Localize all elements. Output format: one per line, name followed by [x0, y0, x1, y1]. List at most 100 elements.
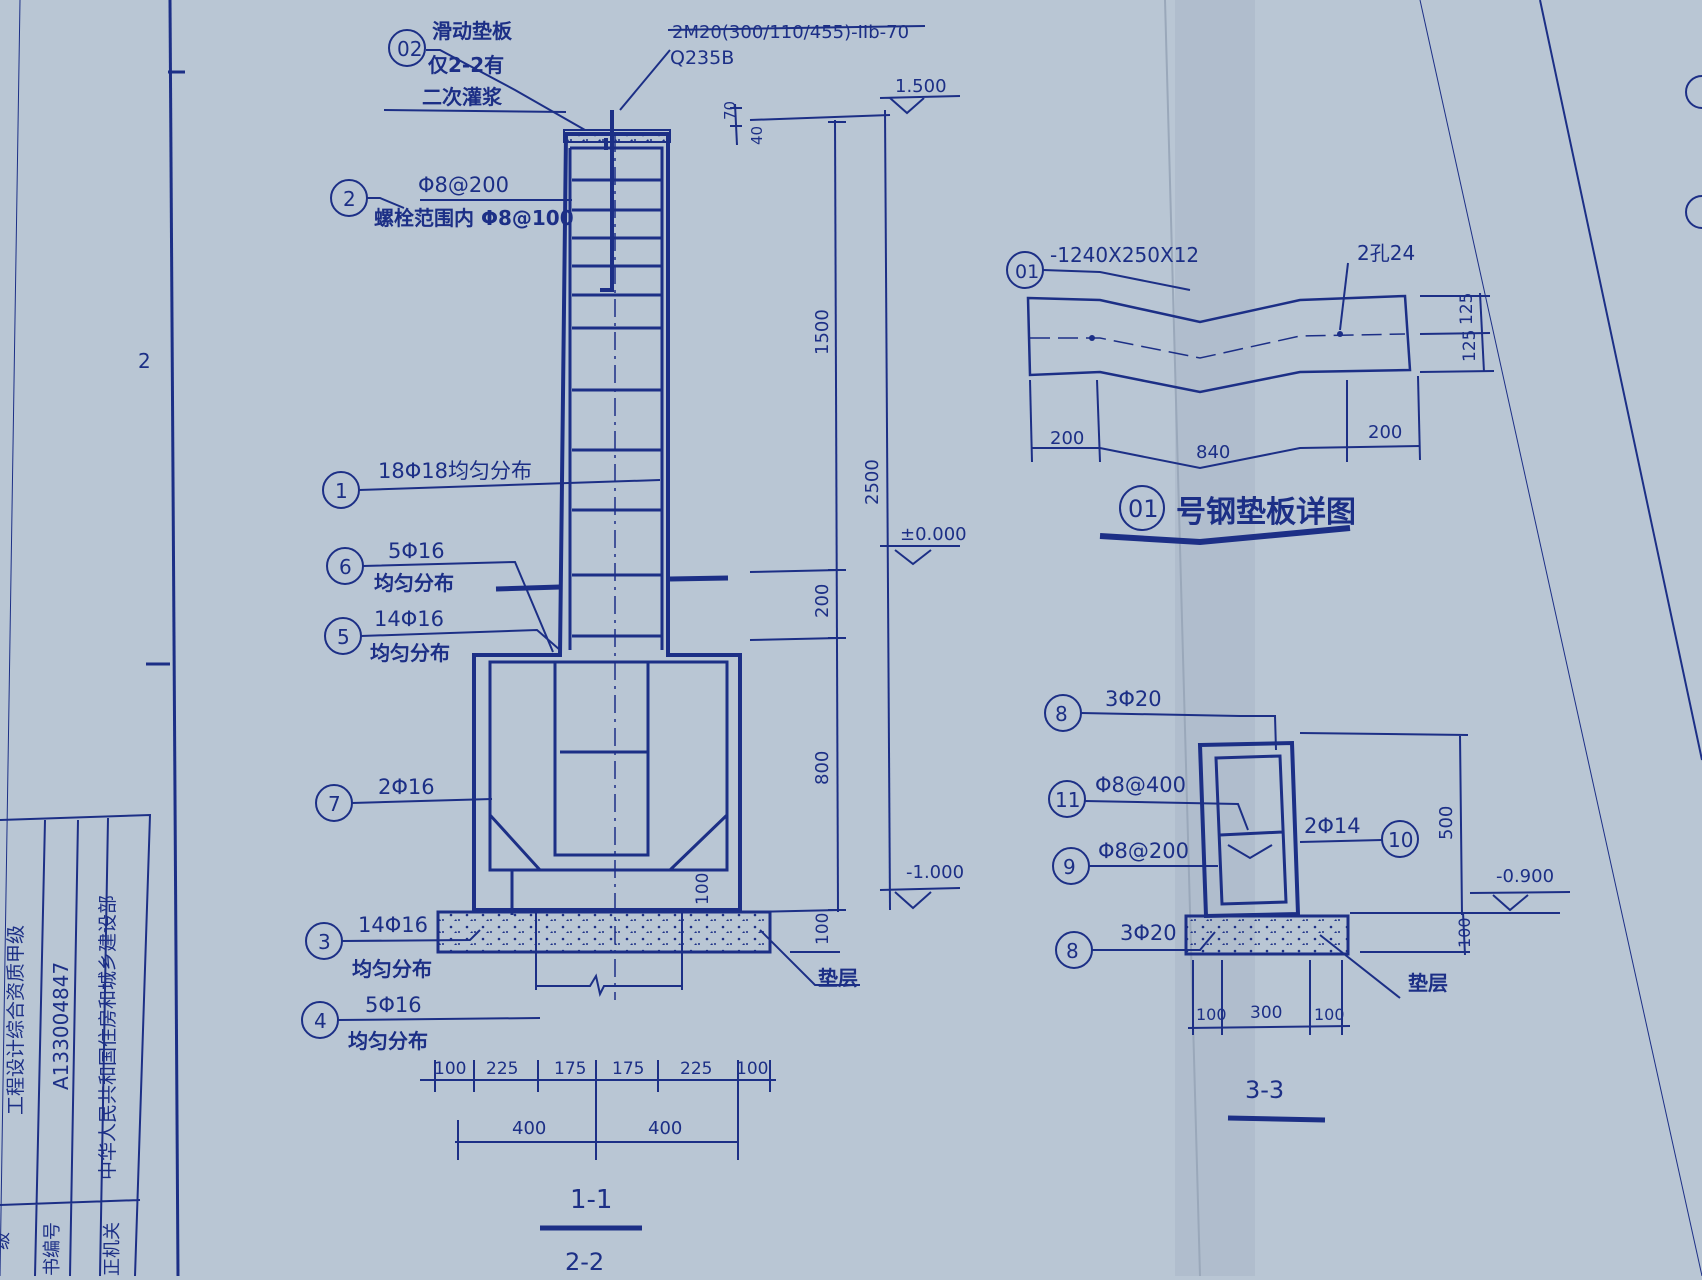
callout-8-top-text: 3Φ20 [1105, 687, 1162, 711]
bedding-layer [436, 910, 772, 954]
bolt-hole-left [1089, 335, 1095, 341]
elevation-top: 1.500 [895, 76, 947, 97]
vertical-dimensions [730, 103, 891, 953]
beam-bedding-label: 垫层 [1408, 971, 1448, 995]
callout-8-top-no: 8 [1055, 702, 1068, 726]
callout-2-text1: Φ8@200 [418, 173, 509, 197]
beam-dim-300: 300 [1250, 1003, 1282, 1023]
horizontal-dimensions [420, 1060, 776, 1160]
dim-1500: 1500 [812, 309, 833, 355]
elevation-bottom: -1.000 [906, 862, 964, 883]
callout-6-text1: 5Φ16 [388, 539, 445, 563]
callout-6-no: 6 [339, 555, 352, 579]
title-cert-no: A133004847 [49, 962, 73, 1090]
callout-5-no: 5 [337, 625, 350, 649]
callout-4-text2: 均匀分布 [348, 1029, 428, 1053]
plate-outline [1026, 294, 1412, 394]
plate-dim-h2: 125 [1460, 330, 1480, 362]
title-cell-a: 书编号 [42, 1222, 63, 1276]
callout-02-text3: 二次灌浆 [422, 85, 503, 109]
hdim-175-right: 175 [612, 1059, 644, 1079]
section-2-2-label: 2-2 [565, 1248, 604, 1276]
plate-title-underline [1099, 525, 1351, 546]
callout-02-no: 02 [397, 37, 422, 61]
bolt-hole-right [1337, 331, 1343, 337]
beam-dim-100-left: 100 [1196, 1005, 1227, 1024]
hdim-225-left: 225 [486, 1059, 518, 1079]
plate-title-no: 01 [1128, 495, 1159, 523]
section-1-1-label: 1-1 [570, 1185, 612, 1215]
anchor-spec: 2M20(300/110/455)-IIb-70 [672, 22, 909, 43]
callout-10-no: 10 [1388, 828, 1413, 852]
title-block: 工程设计综合资质甲级 A133004847 中华人民共和国住房和城乡建设部 书编… [0, 813, 152, 1277]
dim-200: 200 [812, 584, 833, 618]
callout-3-no: 3 [318, 930, 331, 954]
beam-elevation: -0.900 [1496, 866, 1554, 887]
hdim-100-left: 100 [434, 1059, 466, 1079]
beam-outline [1197, 740, 1301, 919]
paper-crease [1164, 0, 1201, 1277]
hdim-400-right: 400 [648, 1118, 682, 1139]
column-outline [472, 132, 742, 912]
callout-6-text2: 均匀分布 [374, 571, 454, 595]
column-rebar-cage [488, 146, 729, 915]
section-1-1: 02 滑动垫板 仅2-2有 二次灌浆 2M20(300/110/455)-IIb… [301, 19, 967, 1276]
ground-mark-right [669, 575, 729, 582]
callout-9-text: Φ8@200 [1098, 839, 1189, 863]
callout-10-text: 2Φ14 [1304, 814, 1361, 838]
dim-800: 800 [812, 751, 833, 785]
callout-7-text: 2Φ16 [378, 775, 435, 799]
callout-02-text2: 仅2-2有 [428, 53, 504, 77]
plate-dim-mid: 840 [1196, 442, 1230, 463]
plate-leaders [1006, 251, 1495, 470]
anchor-steel: Q235B [670, 47, 734, 69]
callout-2-no: 2 [343, 187, 356, 211]
section-3-3-underline [1227, 1115, 1326, 1123]
beam-dim-100-right: 100 [1314, 1005, 1345, 1024]
title-qualification: 工程设计综合资质甲级 [5, 925, 27, 1115]
callout-1-no: 1 [335, 479, 348, 503]
plate-holes: 2孔24 [1357, 241, 1415, 265]
hdim-400-left: 400 [512, 1118, 546, 1139]
callout-4-text1: 5Φ16 [365, 993, 422, 1017]
title-issuer: 中华人民共和国住房和城乡建设部 [97, 895, 119, 1180]
edge-bubbles [1685, 75, 1702, 229]
plate-dim-right: 200 [1368, 422, 1402, 443]
grout-layer [563, 129, 671, 143]
elevation-ground: ±0.000 [900, 524, 967, 545]
bedding-label: 垫层 [818, 966, 858, 990]
dim-70: 70 [721, 101, 739, 120]
title-cell-c: 级 [0, 1232, 13, 1250]
section-3-3-label: 3-3 [1245, 1076, 1284, 1104]
plate-dim-left: 200 [1050, 428, 1084, 449]
plate-title-text: 号钢垫板详图 [1176, 495, 1356, 530]
hdim-225-right: 225 [680, 1059, 712, 1079]
callout-leaders [301, 25, 926, 1039]
callout-02-text1: 滑动垫板 [432, 19, 513, 43]
callout-8-bottom-text: 3Φ20 [1120, 921, 1177, 945]
callout-4-no: 4 [314, 1009, 327, 1033]
title-cell-b: 正机关 [102, 1222, 123, 1276]
beam-dim-100-v: 100 [1455, 917, 1474, 948]
callout-3-text1: 14Φ16 [358, 913, 428, 937]
callout-5-text2: 均匀分布 [370, 641, 450, 665]
hdim-175-left: 175 [554, 1059, 586, 1079]
ground-mark-left [495, 584, 561, 592]
plate-title-bubble [1119, 485, 1165, 531]
hdim-100-right: 100 [736, 1059, 768, 1079]
callout-5-text1: 14Φ16 [374, 607, 444, 631]
dim-100-lower: 100 [813, 913, 833, 945]
plate-dim-h1: 125 [1457, 293, 1477, 325]
callout-1-text: 18Φ18均匀分布 [378, 459, 532, 483]
callout-3-text2: 均匀分布 [352, 957, 432, 981]
callout-11-text: Φ8@400 [1095, 773, 1186, 797]
callout-2-text2: 螺栓范围内 Φ8@100 [374, 206, 574, 230]
plate-detail: 01 -1240X250X12 2孔24 200 840 200 125 125… [1006, 241, 1495, 546]
callout-7-no: 7 [328, 792, 341, 816]
beam-leaders [1044, 694, 1571, 1035]
dim-100-upper: 100 [693, 873, 713, 905]
